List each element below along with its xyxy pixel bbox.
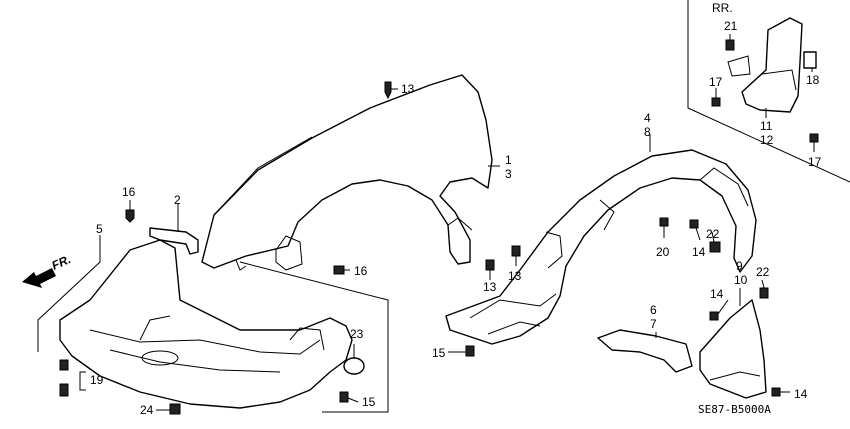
rear-mudguard [727, 17, 817, 113]
callout-5: 5 [96, 222, 103, 236]
front-fender [201, 74, 493, 271]
rear-label: RR. [712, 1, 733, 15]
callout-12: 12 [760, 133, 774, 147]
callout-14: 14 [692, 245, 706, 259]
leader-lines [79, 34, 815, 411]
callout-8: 8 [644, 125, 651, 139]
diagram-code: SE87-B5000A [698, 403, 771, 416]
callout-20: 20 [656, 245, 670, 259]
callout-13: 13 [483, 280, 497, 294]
callout-17: 17 [808, 155, 822, 169]
callout-16: 16 [354, 264, 368, 278]
inner-fender [445, 149, 757, 345]
callout-15: 15 [362, 395, 376, 409]
assembly-frame [37, 235, 389, 413]
callout-9: 9 [736, 259, 743, 273]
callout-22: 22 [756, 265, 770, 279]
callout-11: 11 [760, 119, 773, 133]
under-cover [59, 239, 353, 409]
callout-13: 13 [508, 269, 522, 283]
bracket-part-2 [149, 227, 199, 255]
callout-3: 3 [505, 167, 512, 181]
callout-17: 17 [709, 75, 723, 89]
callout-14: 14 [710, 287, 724, 301]
callout-22: 22 [706, 227, 720, 241]
callout-15: 15 [432, 346, 446, 360]
callout-19: 19 [90, 373, 104, 387]
callout-4: 4 [644, 111, 651, 125]
fasteners [59, 39, 819, 415]
front-mudguard [699, 299, 767, 399]
front-direction-arrow: FR. [22, 252, 73, 288]
callout-10: 10 [734, 273, 748, 287]
callout-1: 1 [505, 153, 512, 167]
callout-16: 16 [122, 185, 136, 199]
mudguard-bracket [597, 329, 693, 373]
callout-24: 24 [140, 403, 154, 417]
rear-inset-frame [687, 0, 850, 183]
callout-2: 2 [174, 193, 181, 207]
front-label: FR. [50, 252, 73, 273]
callout-21: 21 [724, 19, 738, 33]
callout-14: 14 [794, 387, 808, 401]
callout-labels: RR. 13 1 3 2 16 5 16 13 13 4 8 20 14 22 … [90, 1, 822, 417]
callout-6: 6 [650, 303, 657, 317]
callout-23: 23 [350, 327, 364, 341]
callout-7: 7 [650, 317, 657, 331]
callout-18: 18 [806, 73, 820, 87]
callout-13: 13 [401, 82, 415, 96]
